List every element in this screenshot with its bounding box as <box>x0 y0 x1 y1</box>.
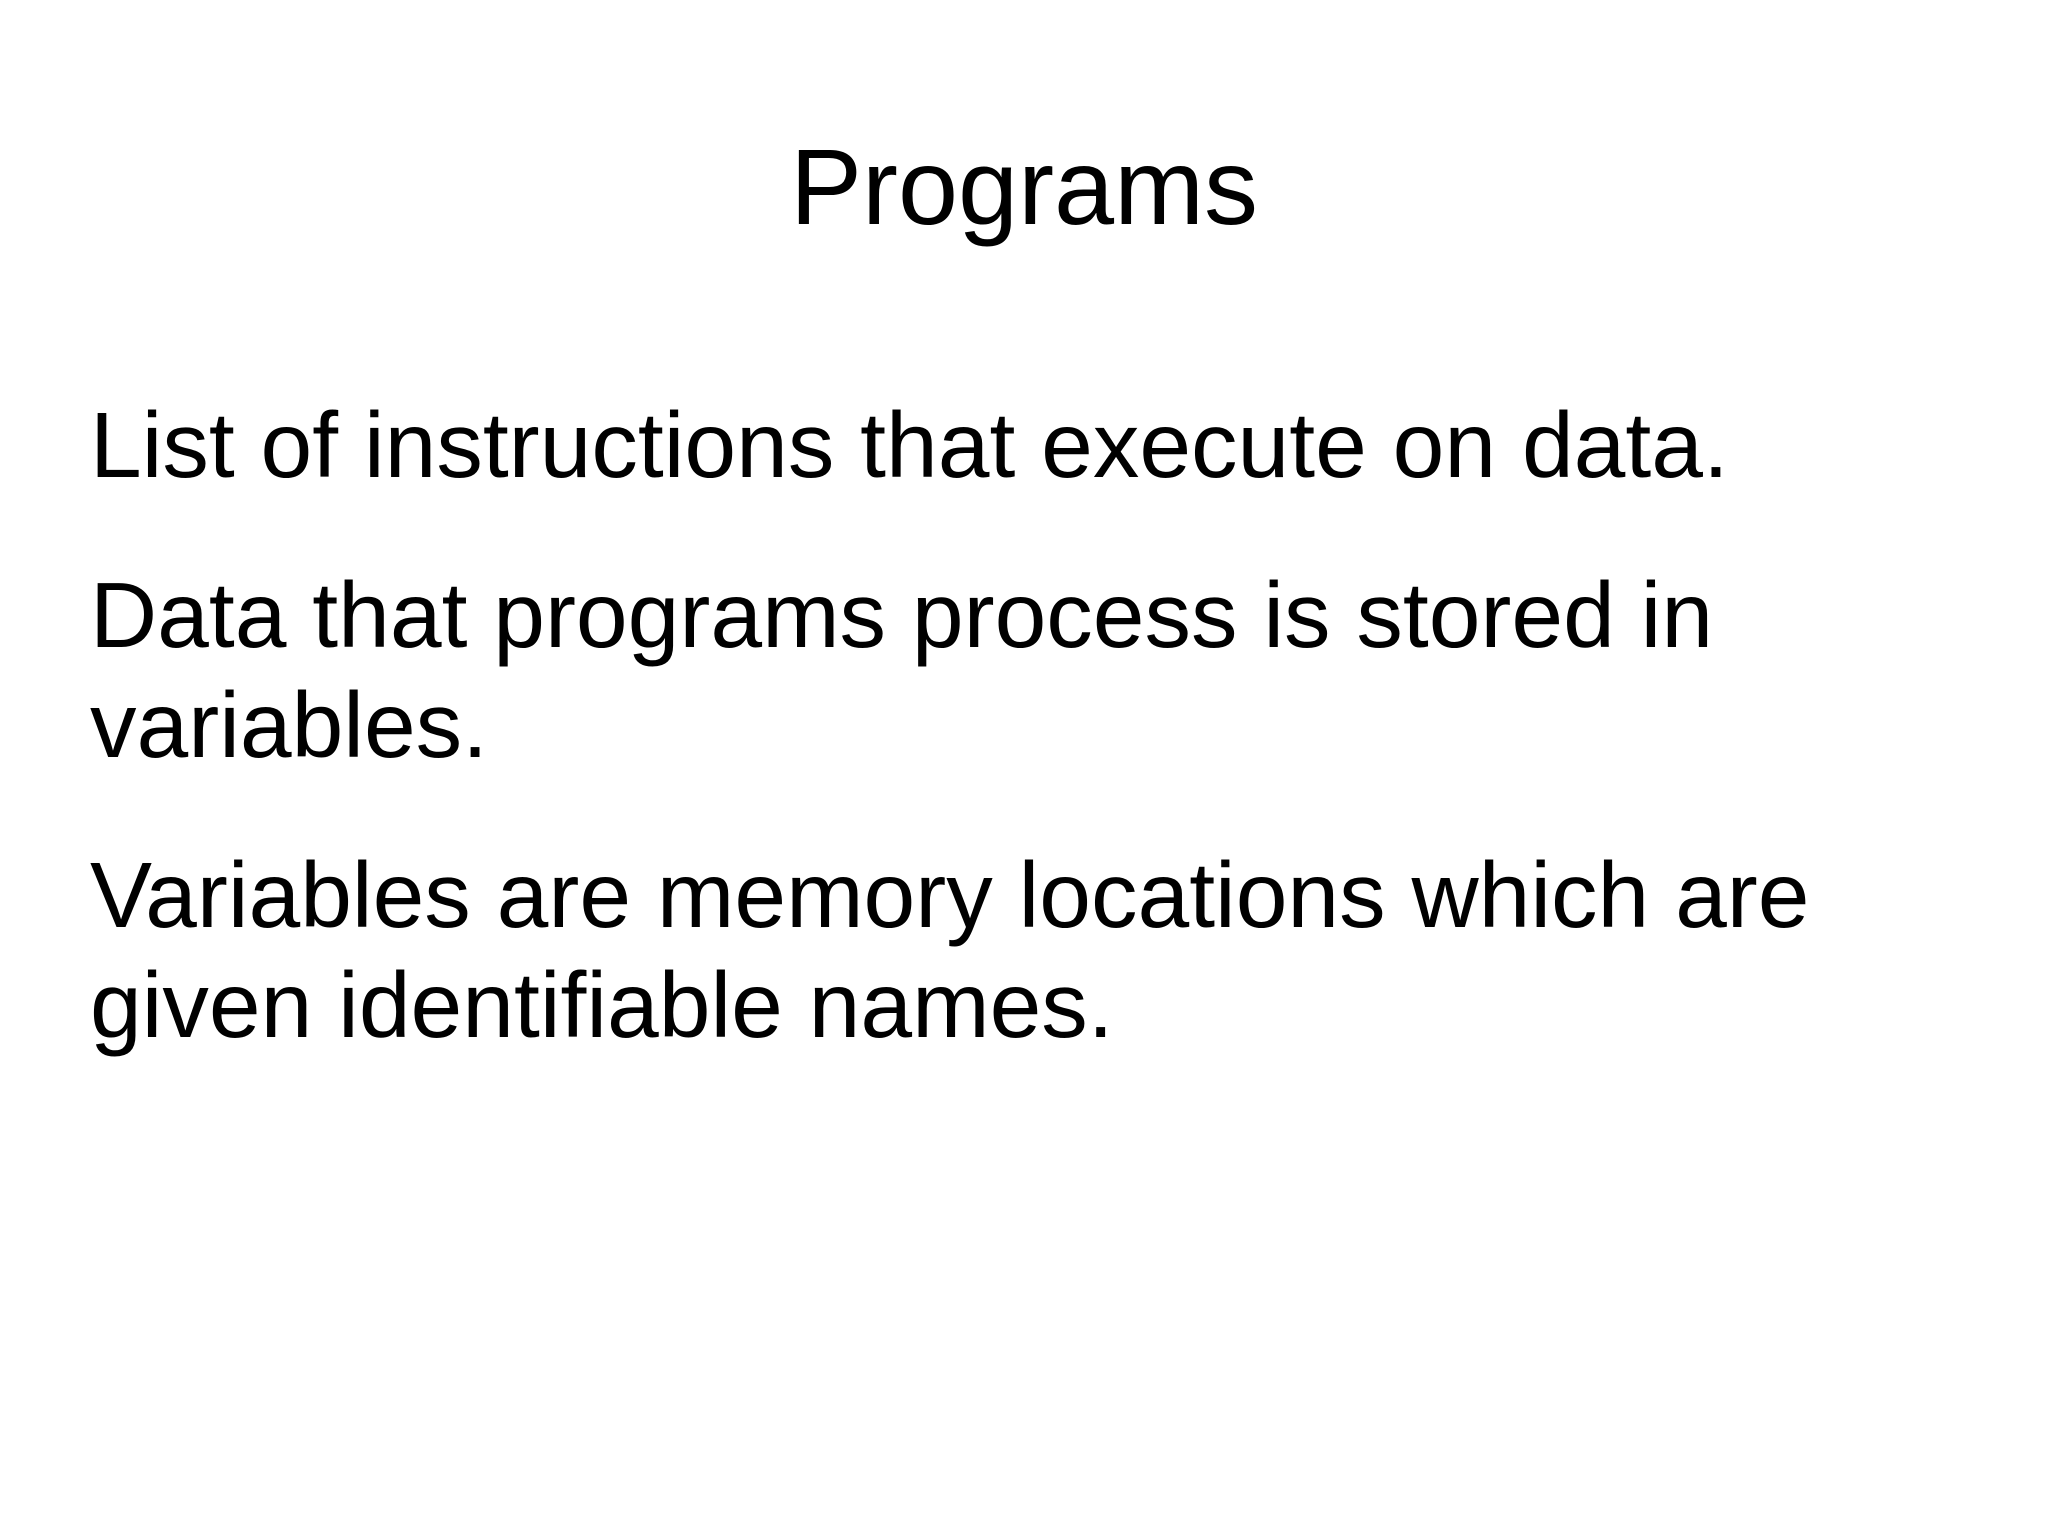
paragraph-line: Data that programs process is stored in <box>90 563 1714 667</box>
slide-body-text: List of instructions that execute on dat… <box>90 390 1990 1120</box>
paragraph-line: variables. <box>90 673 489 777</box>
slide-title: Programs <box>789 126 1259 247</box>
paragraph-variables: Variables are memory locations which are… <box>90 840 1990 1060</box>
paragraph-instructions: List of instructions that execute on dat… <box>90 390 1990 500</box>
paragraph-line: given identifiable names. <box>90 953 1114 1057</box>
paragraph-line: Variables are memory locations which are <box>90 843 1810 947</box>
paragraph-data-storage: Data that programs process is stored in … <box>90 560 1990 780</box>
paragraph-line: List of instructions that execute on dat… <box>90 393 1729 497</box>
